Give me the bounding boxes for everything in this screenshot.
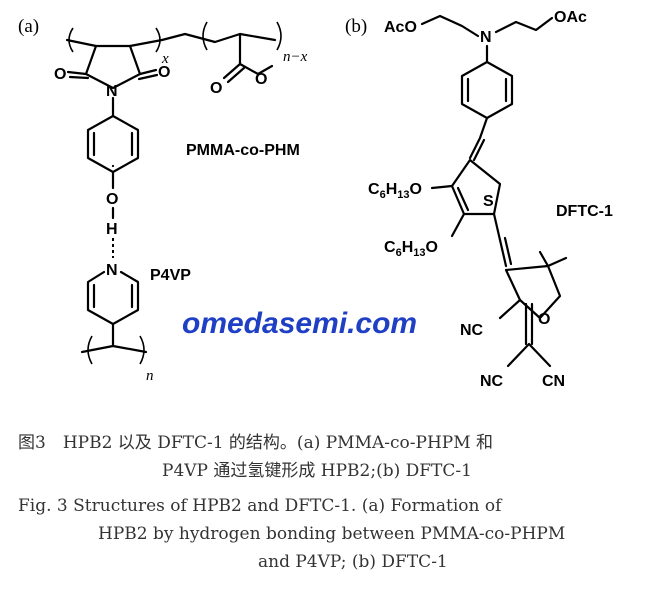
- arm-right: [494, 16, 554, 34]
- caption-en-line3: and P4VP; (b) DFTC-1: [258, 552, 448, 572]
- atom-H-bond: H: [106, 221, 118, 238]
- atom-N-imide: N: [106, 83, 118, 100]
- atom-O-ester-me: O: [255, 71, 267, 88]
- bracket-n-left: [87, 335, 93, 365]
- pyridine-ring: [86, 270, 140, 326]
- arm-left: [420, 14, 480, 38]
- phenyl-ring-a: [86, 114, 140, 174]
- furan-ring: [504, 264, 562, 320]
- phenyl-ring-b: [460, 60, 514, 120]
- phenyl-ring-a-inner: [92, 131, 134, 168]
- subscript-x: x: [161, 51, 169, 67]
- vinyl-1: [468, 116, 489, 162]
- amine-N: N: [480, 29, 492, 46]
- thiophene-inner: [456, 186, 470, 212]
- bracket-n-right: [139, 335, 145, 365]
- acetoxy-right: OAc: [554, 9, 587, 26]
- hexyloxy-2: C6H13O: [384, 239, 438, 259]
- pyridine-name: P4VP: [150, 267, 191, 284]
- furan-O: O: [538, 311, 550, 328]
- exocyclic-double: [524, 302, 534, 346]
- polymer-name: PMMA-co-PHM: [186, 142, 300, 159]
- panel-a-label: (a): [18, 16, 39, 37]
- cn-1: NC: [460, 322, 484, 339]
- cn-2: NC: [480, 373, 504, 390]
- subscript-nx: n−x: [283, 49, 308, 65]
- hexyloxy-1-bond: [430, 184, 454, 190]
- dicyano-bonds: [506, 342, 552, 368]
- thiophene-S: S: [483, 193, 494, 210]
- dimethyl: [538, 250, 568, 268]
- bracket-nx-right: [276, 21, 282, 51]
- maleimide-ring: [84, 44, 142, 90]
- atom-N-pyridine: N: [106, 262, 118, 279]
- atom-O-left: O: [54, 66, 66, 83]
- cn-3: CN: [542, 373, 565, 390]
- phenyl-ring-b-inner: [466, 77, 508, 103]
- hexyloxy-1: C6H13O: [368, 181, 422, 201]
- ester-carbonyl: [222, 62, 246, 84]
- panel-b-label: (b): [345, 16, 367, 37]
- carbonyl-right: [137, 68, 159, 81]
- caption-cn-line2: P4VP 通过氢键形成 HPB2;(b) DFTC-1: [162, 461, 472, 481]
- caption-en-line1: Fig. 3 Structures of HPB2 and DFTC-1. (a…: [18, 496, 502, 516]
- atom-O-ester-co: O: [210, 80, 222, 97]
- furan-cn-bond: [498, 298, 522, 320]
- backbone-bond: [65, 32, 277, 48]
- atom-O-phenol: O: [106, 191, 118, 208]
- hexyloxy-2-bond: [450, 212, 466, 238]
- acetoxy-left: AcO: [384, 19, 417, 36]
- thiophene-ring: [450, 158, 502, 216]
- pyridine-ring-inner: [92, 283, 134, 309]
- ester-oxygen-bond: [238, 62, 274, 76]
- caption-en-line2: HPB2 by hydrogen bonding between PMMA-co…: [98, 524, 566, 544]
- vinyl-2: [492, 212, 513, 268]
- p4vp-backbone: [80, 344, 148, 354]
- subscript-n: n: [146, 368, 154, 384]
- caption-cn-line1: 图3 HPB2 以及 DFTC-1 的结构。(a) PMMA-co-PHPM 和: [18, 433, 494, 453]
- atom-O-right: O: [158, 64, 170, 81]
- molecule-name: DFTC-1: [556, 203, 613, 220]
- bracket-nx-left: [202, 21, 208, 51]
- watermark: omedasemi.com: [182, 307, 417, 340]
- carbonyl-left: [66, 70, 90, 80]
